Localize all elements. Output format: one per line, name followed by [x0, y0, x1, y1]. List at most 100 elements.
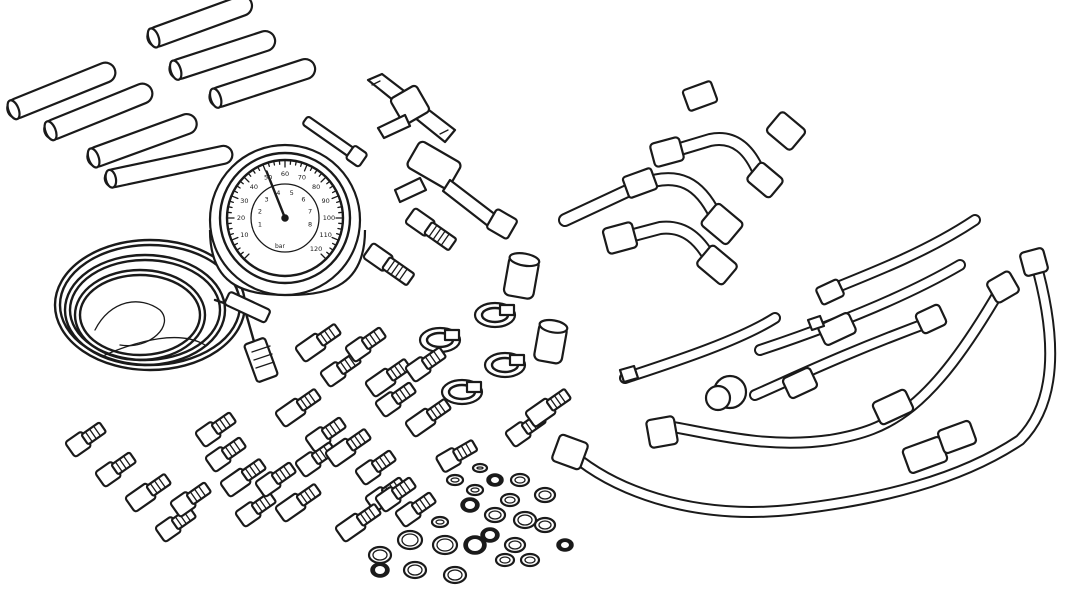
- adapter-fitting-icon: [374, 381, 417, 418]
- coupler-icon: [502, 252, 541, 300]
- gauge-inner-label: 1: [258, 221, 262, 229]
- gauge-needle: [265, 170, 287, 220]
- washer-icon: [503, 536, 527, 554]
- adapter-fitting-icon: [362, 242, 415, 286]
- washer-icon: [519, 552, 541, 568]
- washer-icon: [396, 529, 424, 551]
- washer-icon: [370, 562, 390, 578]
- adapter-fitting-icon: [404, 207, 457, 251]
- gauge-inner-label: 8: [308, 221, 312, 229]
- adapter-fitting-icon: [354, 449, 397, 486]
- gauge-tick: [329, 247, 334, 251]
- gauge-tick: [257, 166, 261, 172]
- gauge-inner-label: 5: [290, 189, 294, 197]
- adapter-fitting-icon: [169, 481, 212, 518]
- fuel-hose-icon: [618, 312, 781, 384]
- coupler-icon: [533, 318, 569, 365]
- tube-icon: [43, 82, 154, 142]
- washer-icon: [499, 492, 521, 508]
- adapter-fitting-icon: [404, 398, 452, 438]
- tube-icon: [6, 61, 117, 121]
- gauge-tick: [331, 195, 340, 200]
- adapter-fitting-icon: [254, 461, 297, 498]
- gauge-inner-label: 4: [276, 189, 280, 197]
- elbow-group: [558, 80, 807, 286]
- fuel-hose-icon: [551, 247, 1057, 518]
- adapter-fitting-icon: [435, 439, 479, 473]
- gauge-tick: [320, 176, 327, 183]
- tube-group: [6, 0, 317, 189]
- adapter-fitting-icon: [324, 428, 372, 468]
- gauge-tick: [239, 180, 244, 185]
- gauge-tick: [243, 253, 250, 260]
- adapter-fitting-icon: [394, 491, 437, 528]
- gauge-tick: [228, 200, 234, 203]
- gauge-outer-label: 100: [323, 214, 335, 222]
- gauge-tick: [326, 180, 331, 185]
- hose-group: [551, 214, 1057, 518]
- washer-icon: [533, 486, 557, 504]
- elbow-pipe-icon: [601, 220, 738, 286]
- gauge-outer-label: 40: [250, 183, 258, 191]
- tube-icon: [208, 57, 317, 109]
- adapter-fitting-icon: [294, 323, 342, 363]
- gauge-tick: [331, 190, 337, 194]
- gauge-inner-label: 6: [301, 196, 305, 204]
- gauge-tick: [239, 251, 244, 256]
- gauge-tick: [236, 185, 241, 189]
- adapter-fitting-icon: [404, 346, 447, 383]
- adapter-fitting-icon: [64, 421, 107, 458]
- washer-icon: [471, 462, 489, 474]
- adapter-fitting-icon: [374, 476, 417, 513]
- gauge-tick: [314, 169, 318, 174]
- adapter-fitting-icon: [344, 326, 387, 363]
- adapter-fitting-icon: [94, 451, 137, 488]
- adapter-fitting-icon: [524, 388, 572, 428]
- elbow-pipe-icon: [649, 132, 784, 199]
- washer-icon: [480, 527, 500, 543]
- gauge-tick: [273, 160, 276, 166]
- adapter-fitting-icon: [334, 503, 382, 543]
- washer-icon: [445, 473, 465, 487]
- gauge-tick: [331, 242, 337, 246]
- adapter-fitting-icon: [204, 436, 247, 473]
- tube-icon: [168, 29, 277, 81]
- barb-fitting-icon: [393, 140, 518, 240]
- adapter-fitting-icon: [234, 491, 277, 528]
- gauge-tick: [227, 227, 233, 230]
- adapter-fitting-icon: [154, 506, 197, 543]
- gauge-outer-label: 10: [240, 231, 248, 239]
- washer-icon: [533, 516, 557, 534]
- fuel-hose-icon: [704, 303, 948, 412]
- gauge-outer-label: 60: [281, 170, 289, 178]
- gauge-tick: [262, 163, 267, 172]
- gauge-tick: [303, 163, 308, 172]
- washer-icon: [512, 510, 538, 530]
- washer-icon: [509, 472, 531, 488]
- gauge-tick: [294, 160, 297, 166]
- gauge-outer-label: 80: [312, 183, 320, 191]
- gauge-tick: [230, 236, 239, 241]
- gauge-inner-label: 7: [308, 207, 312, 215]
- washer-icon: [442, 565, 468, 585]
- adapter-fitting-icon: [364, 358, 412, 398]
- gauge-outer-label: 110: [319, 231, 331, 239]
- washer-icon: [494, 552, 516, 568]
- washer-icon: [460, 497, 480, 513]
- gauge-tick: [326, 251, 331, 256]
- t-fitting-icon: [366, 72, 457, 144]
- gauge-tick: [236, 247, 241, 251]
- washer-icon: [465, 483, 485, 497]
- adapter-column: [362, 207, 569, 365]
- gauge-tick-marks: [226, 159, 344, 260]
- small-adapter-group: [64, 323, 572, 543]
- gauge-outer-label: 120: [310, 245, 322, 253]
- elbow-pipe-icon: [620, 80, 807, 151]
- gauge-tick: [233, 190, 239, 194]
- adapter-fitting-icon: [194, 411, 237, 448]
- adapter-fitting-icon: [274, 388, 322, 428]
